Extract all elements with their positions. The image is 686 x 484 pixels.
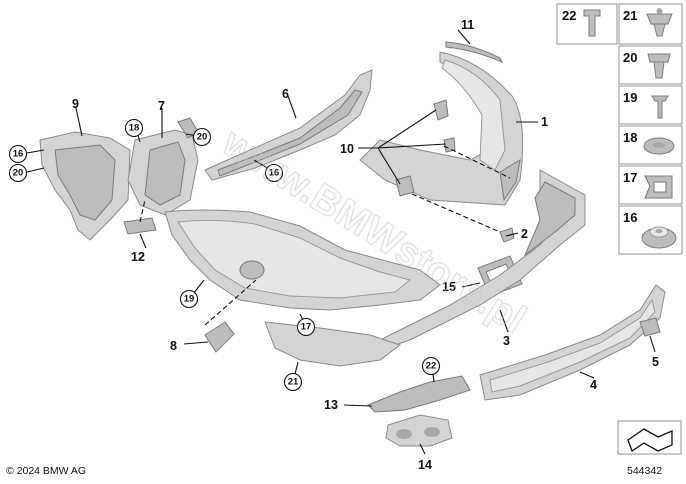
spring-clip-icon — [644, 175, 673, 199]
svg-text:19: 19 — [623, 90, 637, 105]
label-14: 14 — [418, 458, 432, 472]
label-7: 7 — [158, 99, 165, 113]
part-labels: 1 2 3 4 5 6 7 8 9 10 11 12 13 14 15 — [72, 18, 659, 472]
label-6: 6 — [282, 87, 289, 101]
clip-nut-icon — [646, 13, 673, 37]
legend-item-17: 17 — [618, 165, 683, 205]
push-pin-icon — [651, 95, 669, 119]
callout-16b: 16 — [264, 163, 284, 183]
label-11: 11 — [461, 18, 474, 32]
part-7-inner-bracket — [127, 117, 199, 216]
screw-icon — [583, 9, 601, 37]
part-9-side-bracket — [39, 131, 131, 241]
label-12: 12 — [131, 250, 145, 264]
legend-panel: 22 21 20 19 18 1 — [556, 3, 683, 455]
part-1-bumper-cover — [359, 51, 524, 206]
callout-17: 17 — [296, 317, 316, 337]
svg-text:17: 17 — [301, 322, 312, 333]
svg-text:16: 16 — [269, 168, 280, 179]
part-11-trim-strip — [445, 41, 504, 63]
svg-text:19: 19 — [184, 294, 195, 305]
label-15: 15 — [442, 280, 456, 294]
svg-text:18: 18 — [129, 123, 140, 134]
callout-20b: 20 — [192, 127, 212, 147]
bumper-lower-body — [164, 209, 441, 311]
assembly-symbol — [617, 420, 682, 455]
leader-lines — [26, 29, 656, 455]
legend-item-19: 19 — [618, 85, 683, 125]
label-4: 4 — [590, 378, 597, 392]
callout-21: 21 — [283, 372, 303, 392]
legend-item-18: 18 — [618, 125, 683, 165]
svg-text:20: 20 — [197, 132, 208, 143]
part-6-carrier — [204, 69, 373, 181]
part-4-lower-trim — [479, 284, 666, 401]
label-13: 13 — [324, 398, 338, 412]
svg-text:16: 16 — [623, 210, 637, 225]
copyright-text: © 2024 BMW AG — [6, 465, 87, 477]
svg-text:17: 17 — [623, 170, 637, 185]
svg-text:22: 22 — [562, 8, 576, 23]
part-5-clip — [639, 317, 661, 337]
callout-20a: 20 — [8, 163, 28, 183]
label-8: 8 — [170, 339, 177, 353]
lower-panel-left — [264, 321, 402, 367]
svg-text:20: 20 — [13, 168, 24, 179]
expanding-rivet-icon — [647, 53, 671, 79]
callout-16a: 16 — [8, 144, 28, 164]
part-12-small-cover — [123, 217, 157, 235]
callout-22: 22 — [421, 356, 441, 376]
legend-item-21: 21 — [618, 3, 683, 45]
part-14-exhaust-tip — [385, 414, 453, 447]
legend-item-16: 16 — [618, 205, 683, 255]
label-2: 2 — [521, 227, 528, 241]
diagram-number: 544342 — [627, 465, 663, 477]
part-13-bracket — [367, 375, 471, 413]
label-1: 1 — [541, 115, 548, 129]
label-9: 9 — [72, 97, 79, 111]
part-8-small-cover — [204, 321, 235, 353]
svg-text:18: 18 — [623, 130, 637, 145]
svg-text:21: 21 — [623, 8, 637, 23]
perspective-arrow-icon — [627, 428, 673, 452]
svg-text:22: 22 — [426, 361, 437, 372]
label-5: 5 — [652, 355, 659, 369]
callout-19: 19 — [179, 289, 199, 309]
label-10: 10 — [340, 142, 354, 156]
legend-item-22: 22 — [556, 3, 618, 45]
legend-item-20: 20 — [618, 45, 683, 85]
label-3: 3 — [503, 334, 510, 348]
svg-text:21: 21 — [288, 377, 299, 388]
part-10-brackets — [395, 99, 456, 197]
svg-text:16: 16 — [13, 149, 24, 160]
callout-18: 18 — [124, 118, 144, 138]
part-2-clip — [499, 227, 515, 243]
svg-text:20: 20 — [623, 50, 637, 65]
